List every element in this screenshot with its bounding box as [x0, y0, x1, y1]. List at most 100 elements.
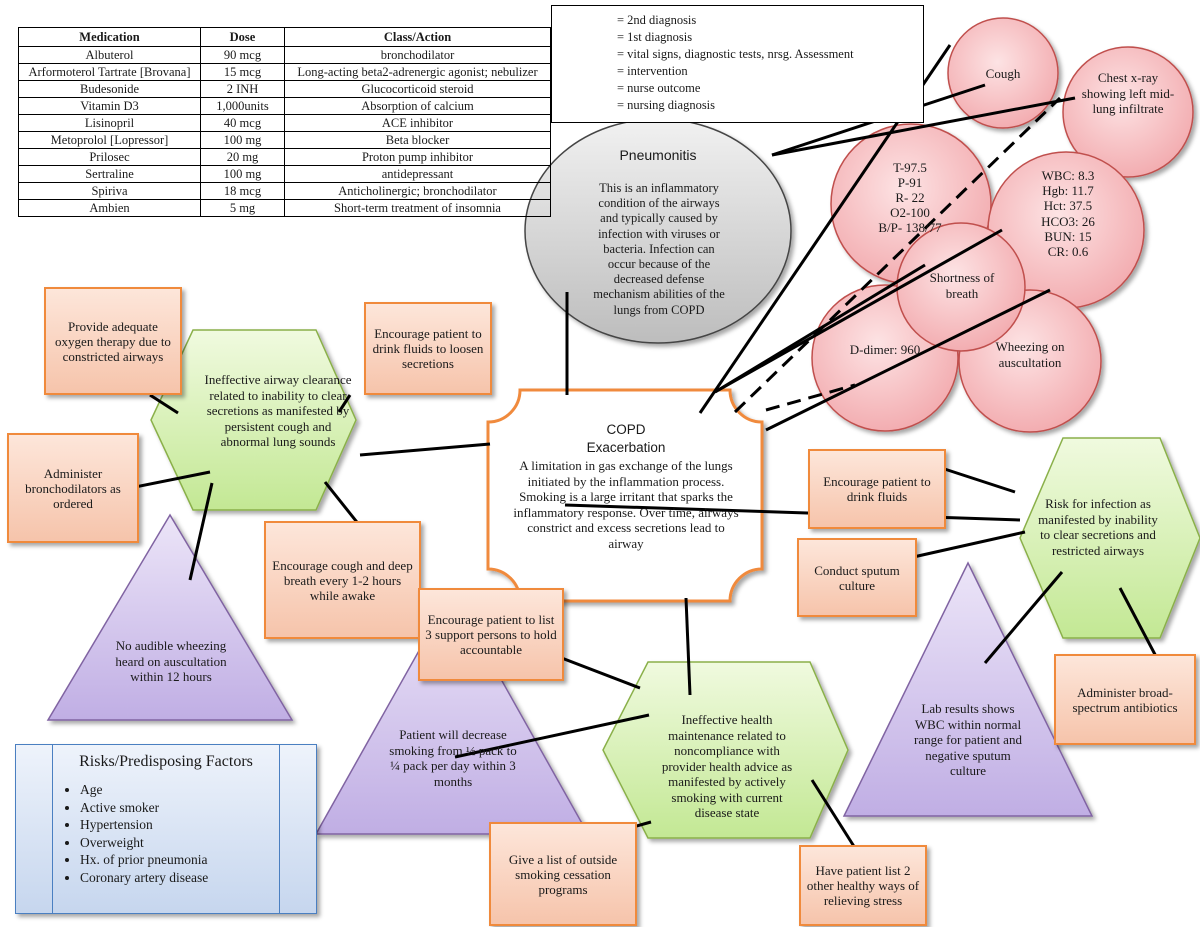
intervention-bronchodilators-box: Administer bronchodilators as ordered	[7, 433, 139, 543]
lab-hgb: Hgb: 11.7	[1042, 183, 1094, 199]
diagnosis-airway-text: Ineffective airway clearance related to …	[204, 372, 352, 449]
table-row: Lisinopril 40 mcg ACE inhibitor	[18, 114, 551, 132]
lab-cr: CR: 0.6	[1047, 244, 1089, 260]
cough-circle	[947, 17, 1059, 129]
medication-name: Spiriva	[18, 182, 201, 200]
legend-intervention-label: = intervention	[617, 64, 688, 78]
medication-name: Lisinopril	[18, 114, 201, 132]
risk-factors-panel: Risks/Predisposing Factors Age Active sm…	[15, 744, 317, 914]
medication-dose: 100 mg	[200, 131, 285, 149]
table-row: Ambien 5 mg Short-term treatment of inso…	[18, 199, 551, 217]
medication-dose: 18 mcg	[200, 182, 285, 200]
lab-hco3: HCO3: 26	[1041, 213, 1095, 229]
list-item: Overweight	[80, 834, 316, 852]
intervention-stress-box: Have patient list 2 other healthy ways o…	[799, 845, 927, 926]
medication-name: Metoprolol [Lopressor]	[18, 131, 201, 149]
copd-title: COPD	[606, 422, 646, 437]
medication-name: Budesonide	[18, 80, 201, 98]
medication-name: Ambien	[18, 199, 201, 217]
legend-outcome-label: = nurse outcome	[617, 81, 701, 95]
medication-class: Beta blocker	[284, 131, 551, 149]
medication-class: Absorption of calcium	[284, 97, 551, 115]
column-header: Medication	[18, 27, 201, 47]
labs-list: WBC: 8.3 Hgb: 11.7 Hct: 37.5 HCO3: 26 BU…	[1020, 168, 1116, 259]
table-row: Vitamin D3 1,000units Absorption of calc…	[18, 97, 551, 115]
copd-description: A limitation in gas exchange of the lung…	[513, 458, 739, 551]
table-row: Albuterol 90 mcg bronchodilator	[18, 46, 551, 64]
table-row: Budesonide 2 INH Glucocorticoid steroid	[18, 80, 551, 98]
risk-factors-list: Age Active smoker Hypertension Overweigh…	[16, 781, 316, 886]
intervention-fluids-box: Encourage patient to drink fluids	[808, 449, 946, 529]
ddimer-label: D-dimer: 960	[849, 342, 921, 357]
list-item: Coronary artery disease	[80, 869, 316, 887]
medication-table-header: Medication Dose Class/Action	[18, 27, 551, 47]
table-row: Prilosec 20 mg Proton pump inhibitor	[18, 148, 551, 166]
legend-nursing-diagnosis-label: = nursing diagnosis	[617, 98, 716, 112]
medication-class: antidepressant	[284, 165, 551, 183]
medication-class: Anticholinergic; bronchodilator	[284, 182, 551, 200]
intervention-oxygen-box: Provide adequate oxygen therapy due to c…	[44, 287, 182, 395]
risk-factors-inner	[52, 745, 280, 913]
diagnosis-health-text: Ineffective health maintenance related t…	[661, 712, 793, 820]
copd-subtitle: Exacerbation	[586, 440, 666, 455]
legend: = 2nd diagnosis = 1st diagnosis = vital …	[551, 5, 924, 123]
table-row: Spiriva 18 mcg Anticholinergic; bronchod…	[18, 182, 551, 200]
table-row: Sertraline 100 mg antidepressant	[18, 165, 551, 183]
medication-dose: 1,000units	[200, 97, 285, 115]
intervention-fluids-secretions-box: Encourage patient to drink fluids to loo…	[364, 302, 492, 395]
medication-name: Albuterol	[18, 46, 201, 64]
lab-bun: BUN: 15	[1044, 228, 1092, 244]
vital-pulse: P-91	[897, 175, 923, 190]
lab-wbc: WBC: 8.3	[1041, 168, 1095, 183]
column-header: Dose	[200, 27, 285, 47]
outcome-labs-text: Lab results shows WBC within normal rang…	[914, 701, 1022, 778]
vital-respirations: R- 22	[895, 190, 925, 205]
intervention-smoking-programs-box: Give a list of outside smoking cessation…	[489, 822, 637, 926]
intervention-cough-breath-box: Encourage cough and deep breath every 1-…	[264, 521, 421, 639]
chest-xray-label: Chest x-ray showing left mid-lung infilt…	[1081, 70, 1175, 116]
medication-dose: 90 mcg	[200, 46, 285, 64]
diagnosis-health-hexagon	[602, 661, 849, 839]
wheezing-label: Wheezing on auscultation	[995, 339, 1065, 370]
table-row: Arformoterol Tartrate [Brovana] 15 mcg L…	[18, 63, 551, 81]
medication-dose: 100 mg	[200, 165, 285, 183]
diagnosis-airway-hexagon	[150, 329, 357, 511]
medication-class: ACE inhibitor	[284, 114, 551, 132]
list-item: Active smoker	[80, 799, 316, 817]
medication-dose: 40 mcg	[200, 114, 285, 132]
legend-first-diagnosis-label: = 1st diagnosis	[617, 30, 693, 44]
medication-class: bronchodilator	[284, 46, 551, 64]
medication-name: Arformoterol Tartrate [Brovana]	[18, 63, 201, 81]
cough-label: Cough	[985, 66, 1021, 81]
assessment-circles	[811, 17, 1194, 433]
vital-oxygen: O2-100	[890, 205, 930, 220]
list-item: Age	[80, 781, 316, 799]
shortness-of-breath-label: Shortness of breath	[929, 270, 995, 301]
medication-name: Sertraline	[18, 165, 201, 183]
pneumonitis-title: Pneumonitis	[619, 147, 697, 163]
lab-hct: Hct: 37.5	[1043, 198, 1093, 214]
outcome-wheezing-triangle	[46, 513, 294, 721]
chest-xray-circle	[1062, 46, 1194, 178]
risk-factors-title: Risks/Predisposing Factors	[79, 753, 253, 770]
diagnosis-infection-hexagon	[1019, 437, 1200, 639]
medication-dose: 20 mg	[200, 148, 285, 166]
medication-class: Short-term treatment of insomnia	[284, 199, 551, 217]
outcome-wheezing-text: No audible wheezing heard on auscultatio…	[115, 638, 227, 684]
intervention-sputum-box: Conduct sputum culture	[797, 538, 917, 617]
legend-second-diagnosis-label: = 2nd diagnosis	[617, 13, 697, 27]
medication-class: Glucocorticoid steroid	[284, 80, 551, 98]
vitals-list: T-97.5 P-91 R- 22 O2-100 B/P- 138/77	[855, 160, 965, 235]
vital-temperature: T-97.5	[893, 160, 927, 175]
medication-class: Long-acting beta2-adrenergic agonist; ne…	[284, 63, 551, 81]
outcome-labs-triangle	[842, 561, 1094, 817]
intervention-antibiotics-box: Administer broad-spectrum antibiotics	[1054, 654, 1196, 745]
vital-blood-pressure: B/P- 138/77	[878, 220, 942, 235]
copd-shape	[486, 388, 764, 603]
outcome-smoking-triangle	[314, 590, 590, 835]
diagnosis-infection-text: Risk for infection as manifested by inab…	[1038, 496, 1158, 558]
medication-name: Vitamin D3	[18, 97, 201, 115]
legend-vitals-label: = vital signs, diagnostic tests, nrsg. A…	[617, 47, 854, 61]
intervention-support-box: Encourage patient to list 3 support pers…	[418, 588, 564, 681]
